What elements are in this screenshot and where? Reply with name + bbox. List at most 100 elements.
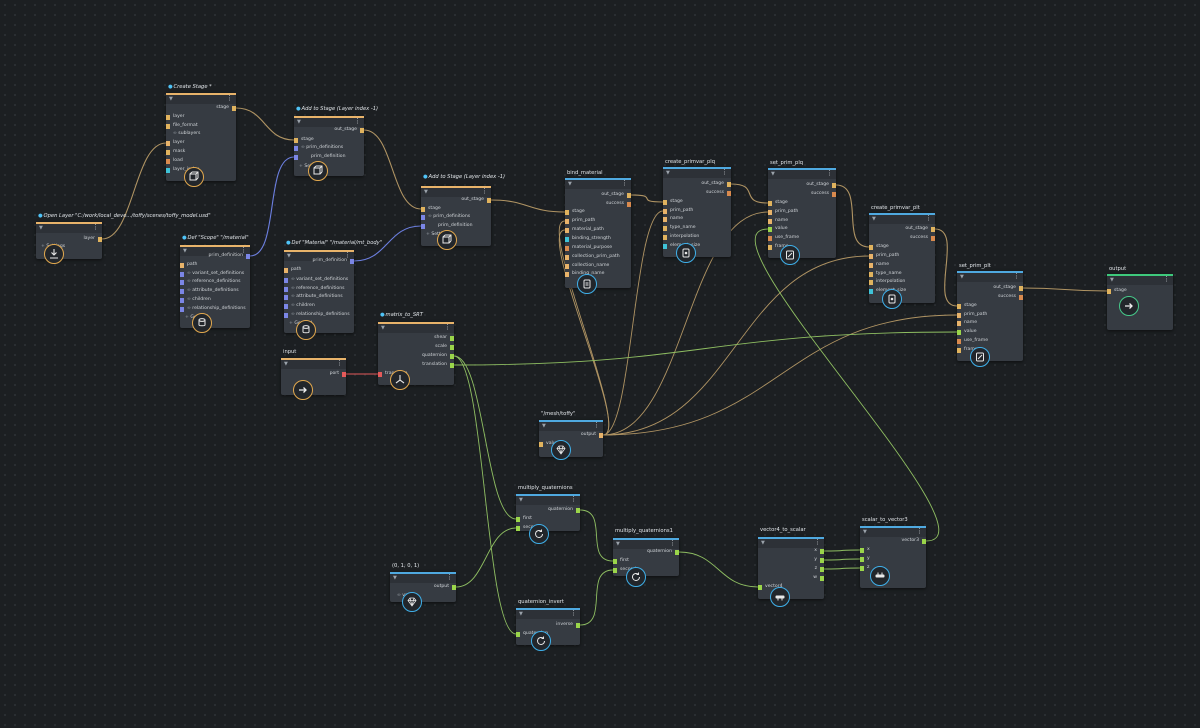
add-stage-1-node[interactable]: ▼⋮	[294, 116, 364, 176]
input-port[interactable]	[957, 312, 961, 318]
collapse-chevron-icon[interactable]: ▼	[616, 541, 620, 547]
input-port[interactable]	[166, 123, 170, 129]
input-port[interactable]	[860, 547, 864, 553]
node-header[interactable]	[768, 170, 836, 179]
vec-value-node[interactable]: ▼⋮	[390, 572, 456, 602]
node-header[interactable]	[539, 422, 603, 431]
input-port[interactable]	[294, 145, 298, 151]
input-port[interactable]	[663, 234, 667, 240]
cube-icon[interactable]	[308, 161, 328, 181]
output-node[interactable]: ▼⋮	[1107, 274, 1173, 330]
input-port[interactable]	[768, 244, 772, 250]
input-port[interactable]	[166, 149, 170, 155]
connection-wire[interactable]	[602, 314, 958, 436]
output-port[interactable]	[350, 258, 354, 264]
output-port[interactable]	[727, 181, 731, 187]
input-port[interactable]	[294, 137, 298, 143]
input-port[interactable]	[565, 271, 569, 277]
input-port[interactable]	[869, 244, 873, 250]
input-port[interactable]	[516, 525, 520, 531]
input-port[interactable]	[869, 262, 873, 268]
merge-icon[interactable]	[870, 566, 890, 586]
input-port[interactable]	[565, 218, 569, 224]
output-port[interactable]	[98, 236, 102, 242]
output-port[interactable]	[820, 575, 824, 581]
node-header[interactable]	[294, 118, 364, 127]
input-port[interactable]	[516, 516, 520, 522]
usd-bind-icon[interactable]	[577, 274, 597, 294]
output-port[interactable]	[1019, 294, 1023, 300]
node-menu-icon[interactable]: ⋮	[444, 323, 451, 331]
output-port[interactable]	[450, 362, 454, 368]
input-port[interactable]	[180, 306, 184, 312]
node-header[interactable]	[758, 539, 824, 548]
input-port[interactable]	[284, 303, 288, 309]
input-port[interactable]	[421, 206, 425, 212]
input-port[interactable]	[957, 347, 961, 353]
input-port[interactable]	[421, 223, 425, 229]
multiply-q-node[interactable]: ▼⋮	[516, 494, 580, 531]
bind-material-node[interactable]: ▼⋮	[565, 178, 631, 288]
connection-wire[interactable]	[455, 527, 517, 588]
rotate-icon[interactable]	[626, 567, 646, 587]
collapse-chevron-icon[interactable]: ▼	[169, 96, 173, 102]
input-port[interactable]	[565, 254, 569, 260]
connection-wire[interactable]	[453, 355, 517, 635]
drum-icon[interactable]	[296, 320, 316, 340]
collapse-chevron-icon[interactable]: ▼	[297, 119, 301, 125]
output-port[interactable]	[820, 548, 824, 554]
output-port[interactable]	[342, 371, 346, 377]
rotate-icon[interactable]	[531, 631, 551, 651]
node-header[interactable]	[421, 188, 491, 197]
node-header[interactable]	[166, 95, 236, 104]
node-header[interactable]	[284, 252, 354, 261]
input-port[interactable]	[663, 216, 667, 222]
node-header[interactable]	[281, 360, 346, 369]
connection-wire[interactable]	[730, 183, 769, 204]
input-port[interactable]	[957, 320, 961, 326]
node-menu-icon[interactable]: ⋮	[570, 495, 577, 503]
node-header[interactable]	[516, 496, 580, 505]
output-port[interactable]	[487, 197, 491, 203]
node-menu-icon[interactable]: ⋮	[814, 538, 821, 546]
connection-wire[interactable]	[678, 551, 759, 588]
cube-icon[interactable]	[437, 230, 457, 250]
input-port[interactable]	[284, 286, 288, 292]
output-port[interactable]	[1019, 285, 1023, 291]
node-header[interactable]	[180, 247, 250, 256]
input-port[interactable]	[294, 154, 298, 160]
download-icon[interactable]	[44, 244, 64, 264]
collapse-chevron-icon[interactable]: ▼	[287, 253, 291, 259]
node-menu-icon[interactable]: ⋮	[344, 251, 351, 259]
node-menu-icon[interactable]: ⋮	[916, 527, 923, 535]
output-port[interactable]	[450, 353, 454, 359]
input-port[interactable]	[613, 558, 617, 564]
input-port[interactable]	[869, 271, 873, 277]
input-port[interactable]	[663, 243, 667, 249]
set-prim-plt-node[interactable]: ▼⋮	[957, 271, 1023, 361]
collapse-chevron-icon[interactable]: ▼	[183, 248, 187, 254]
input-port[interactable]	[166, 167, 170, 173]
connection-wire[interactable]	[101, 142, 167, 240]
matrix-to-srt-node[interactable]: ▼⋮	[378, 322, 454, 385]
input-port[interactable]	[613, 567, 617, 573]
input-port[interactable]	[180, 297, 184, 303]
connection-wire[interactable]	[490, 199, 566, 213]
output-port[interactable]	[450, 335, 454, 341]
input-port[interactable]	[768, 235, 772, 241]
input-port[interactable]	[869, 288, 873, 294]
node-header[interactable]	[565, 180, 631, 189]
connection-wire[interactable]	[363, 129, 422, 210]
input-port[interactable]	[378, 371, 382, 377]
collapse-chevron-icon[interactable]: ▼	[393, 575, 397, 581]
node-menu-icon[interactable]: ⋮	[593, 421, 600, 429]
node-header[interactable]	[860, 528, 926, 537]
connection-wire[interactable]	[235, 107, 295, 141]
input-port[interactable]	[565, 245, 569, 251]
output-port[interactable]	[246, 253, 250, 259]
output-port[interactable]	[450, 344, 454, 350]
input-port[interactable]	[180, 262, 184, 268]
connection-wire[interactable]	[453, 355, 517, 520]
diamond-icon[interactable]	[551, 440, 571, 460]
input-port[interactable]	[166, 140, 170, 146]
